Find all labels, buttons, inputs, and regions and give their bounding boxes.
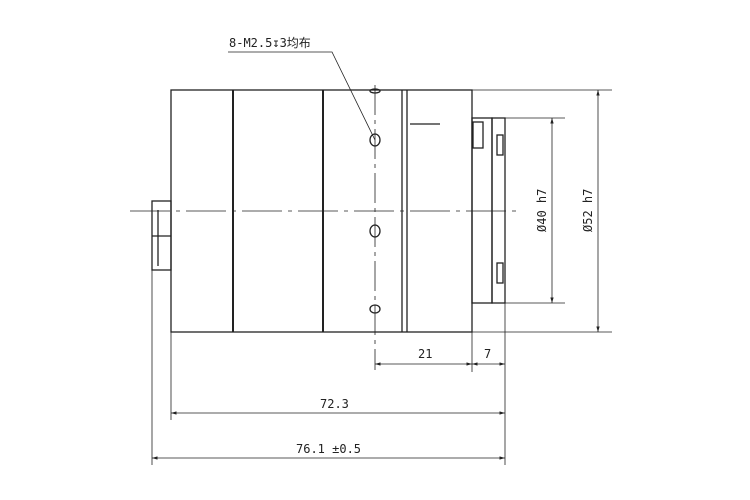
- dim-76-1: 76.1 ±0.5: [296, 442, 361, 456]
- lens-body: [151, 88, 506, 333]
- dim-d52: Ø52 h7: [581, 189, 595, 232]
- mount-flange: [471, 117, 493, 304]
- dimension-lines: [151, 51, 612, 465]
- dim-7: 7: [484, 347, 491, 361]
- dim-21: 21: [418, 347, 432, 361]
- center-lines: [130, 85, 520, 370]
- dim-72-3: 72.3: [320, 397, 349, 411]
- dim-d40: Ø40 h7: [535, 189, 549, 232]
- thread-note-label: 8-M2.5↧3均布: [229, 36, 311, 50]
